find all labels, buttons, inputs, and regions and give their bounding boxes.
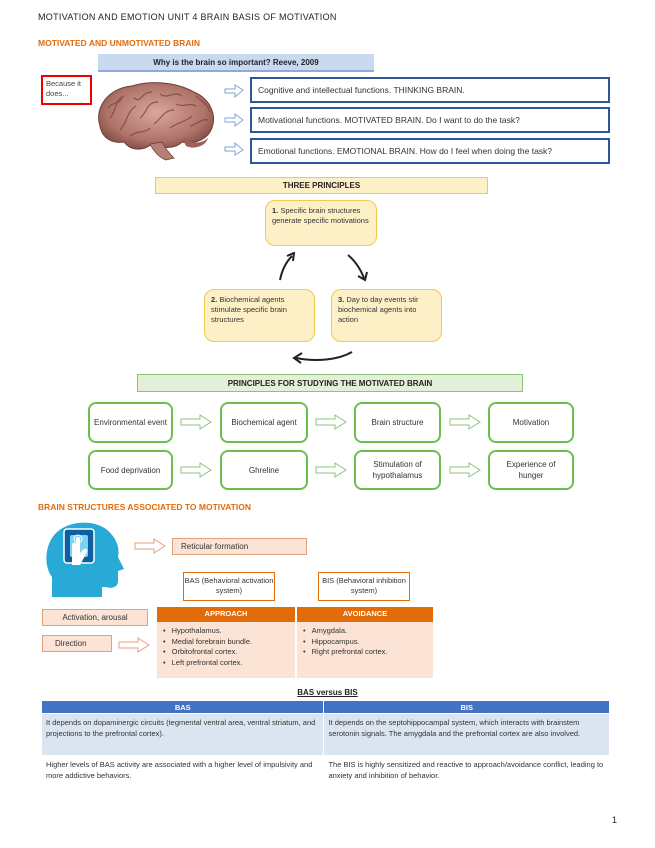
brain-illustration xyxy=(98,82,214,161)
function-box-motivated: Motivational functions. MOTIVATED BRAIN.… xyxy=(250,107,610,133)
right-arrow-icon xyxy=(224,84,244,98)
why-brain-banner: Why is the brain so important? Reeve, 20… xyxy=(98,54,374,72)
table-cell: The BIS is highly sensitized and reactiv… xyxy=(323,755,610,798)
study-box-ghreline: Ghreline xyxy=(220,450,308,490)
list-item: Amygdala. xyxy=(303,626,427,637)
cycle-arrow-icon xyxy=(279,252,296,281)
list-item: Right prefrontal cortex. xyxy=(303,647,427,658)
study-box-motivation: Motivation xyxy=(488,402,574,443)
section-heading-brain-structures: BRAIN STRUCTURES ASSOCIATED TO MOTIVATIO… xyxy=(38,502,251,512)
study-box-biochemical-agent: Biochemical agent xyxy=(220,402,308,443)
study-box-brain-structure: Brain structure xyxy=(354,402,441,443)
table-cell: Higher levels of BAS activity are associ… xyxy=(40,755,325,798)
principle-1-box: 1. Specific brain structures generate sp… xyxy=(265,200,377,246)
principle-text: Biochemical agents stimulate specific br… xyxy=(211,295,287,324)
study-principles-banner: PRINCIPLES FOR STUDYING THE MOTIVATED BR… xyxy=(137,374,523,392)
list-item: Orbitofrontal cortex. xyxy=(163,647,289,658)
avoidance-header: AVOIDANCE xyxy=(297,607,433,622)
list-item: Medial forebrain bundle. xyxy=(163,637,289,648)
right-arrow-icon xyxy=(180,462,212,478)
table-row: Higher levels of BAS activity are associ… xyxy=(40,755,610,798)
activation-arousal-box: Activation, arousal xyxy=(42,609,148,626)
right-arrow-icon xyxy=(315,462,347,478)
study-box-food-deprivation: Food deprivation xyxy=(88,450,173,490)
page-number: 1 xyxy=(611,815,617,825)
table-header: BAS xyxy=(40,700,325,714)
three-principles-banner: THREE PRINCIPLES xyxy=(155,177,488,194)
principle-2-box: 2. Biochemical agents stimulate specific… xyxy=(204,289,315,342)
study-box-hunger: Experience of hunger xyxy=(488,450,574,490)
list-item: Hypothalamus. xyxy=(163,626,289,637)
principle-text: Specific brain structures generate speci… xyxy=(272,206,369,225)
study-box-hypothalamus: Stimulation of hypothalamus xyxy=(354,450,441,490)
approach-list: Hypothalamus. Medial forebrain bundle. O… xyxy=(157,622,295,678)
right-arrow-icon xyxy=(224,142,244,156)
table-header: BIS xyxy=(323,700,610,714)
right-arrow-icon xyxy=(449,414,481,430)
study-box-environmental-event: Environmental event xyxy=(88,402,173,443)
principle-number: 1. xyxy=(272,206,279,215)
principle-3-box: 3. Day to day events stir biochemical ag… xyxy=(331,289,442,342)
list-item: Left prefrontal cortex. xyxy=(163,658,289,669)
direction-box: Direction xyxy=(42,635,112,652)
document-title: MOTIVATION AND EMOTION UNIT 4 BRAIN BASI… xyxy=(38,12,337,22)
bas-label-box: BAS (Behavioral activation system) xyxy=(183,572,275,601)
cycle-arrow-icon xyxy=(292,351,353,364)
principle-number: 2. xyxy=(211,295,218,304)
right-arrow-icon xyxy=(315,414,347,430)
approach-header: APPROACH xyxy=(157,607,295,622)
right-arrow-icon xyxy=(449,462,481,478)
avoidance-list: Amygdala. Hippocampus. Right prefrontal … xyxy=(297,622,433,678)
head-touch-illustration xyxy=(46,522,124,597)
table-caption: BAS versus BIS xyxy=(297,688,358,697)
table-cell: It depends on the septohippocampal syste… xyxy=(323,713,610,756)
right-arrow-icon xyxy=(180,414,212,430)
bas-bis-table: BAS BIS It depends on dopaminergic circu… xyxy=(40,700,610,798)
cycle-arrow-icon xyxy=(347,254,368,282)
list-item: Hippocampus. xyxy=(303,637,427,648)
table-cell: It depends on dopaminergic circuits (teg… xyxy=(40,713,325,756)
table-row: It depends on dopaminergic circuits (teg… xyxy=(40,713,610,756)
bis-label-box: BIS (Behavioral inhibition system) xyxy=(318,572,410,601)
right-arrow-icon xyxy=(224,113,244,127)
function-box-emotional: Emotional functions. EMOTIONAL BRAIN. Ho… xyxy=(250,138,610,164)
reticular-formation-box: Reticular formation xyxy=(172,538,307,555)
right-arrow-icon xyxy=(134,538,166,554)
principle-number: 3. xyxy=(338,295,345,304)
because-box: Because it does... xyxy=(41,75,92,105)
right-arrow-icon xyxy=(118,637,150,653)
function-box-thinking: Cognitive and intellectual functions. TH… xyxy=(250,77,610,103)
principle-text: Day to day events stir biochemical agent… xyxy=(338,295,419,324)
section-heading-motivated-brain: MOTIVATED AND UNMOTIVATED BRAIN xyxy=(38,38,200,48)
